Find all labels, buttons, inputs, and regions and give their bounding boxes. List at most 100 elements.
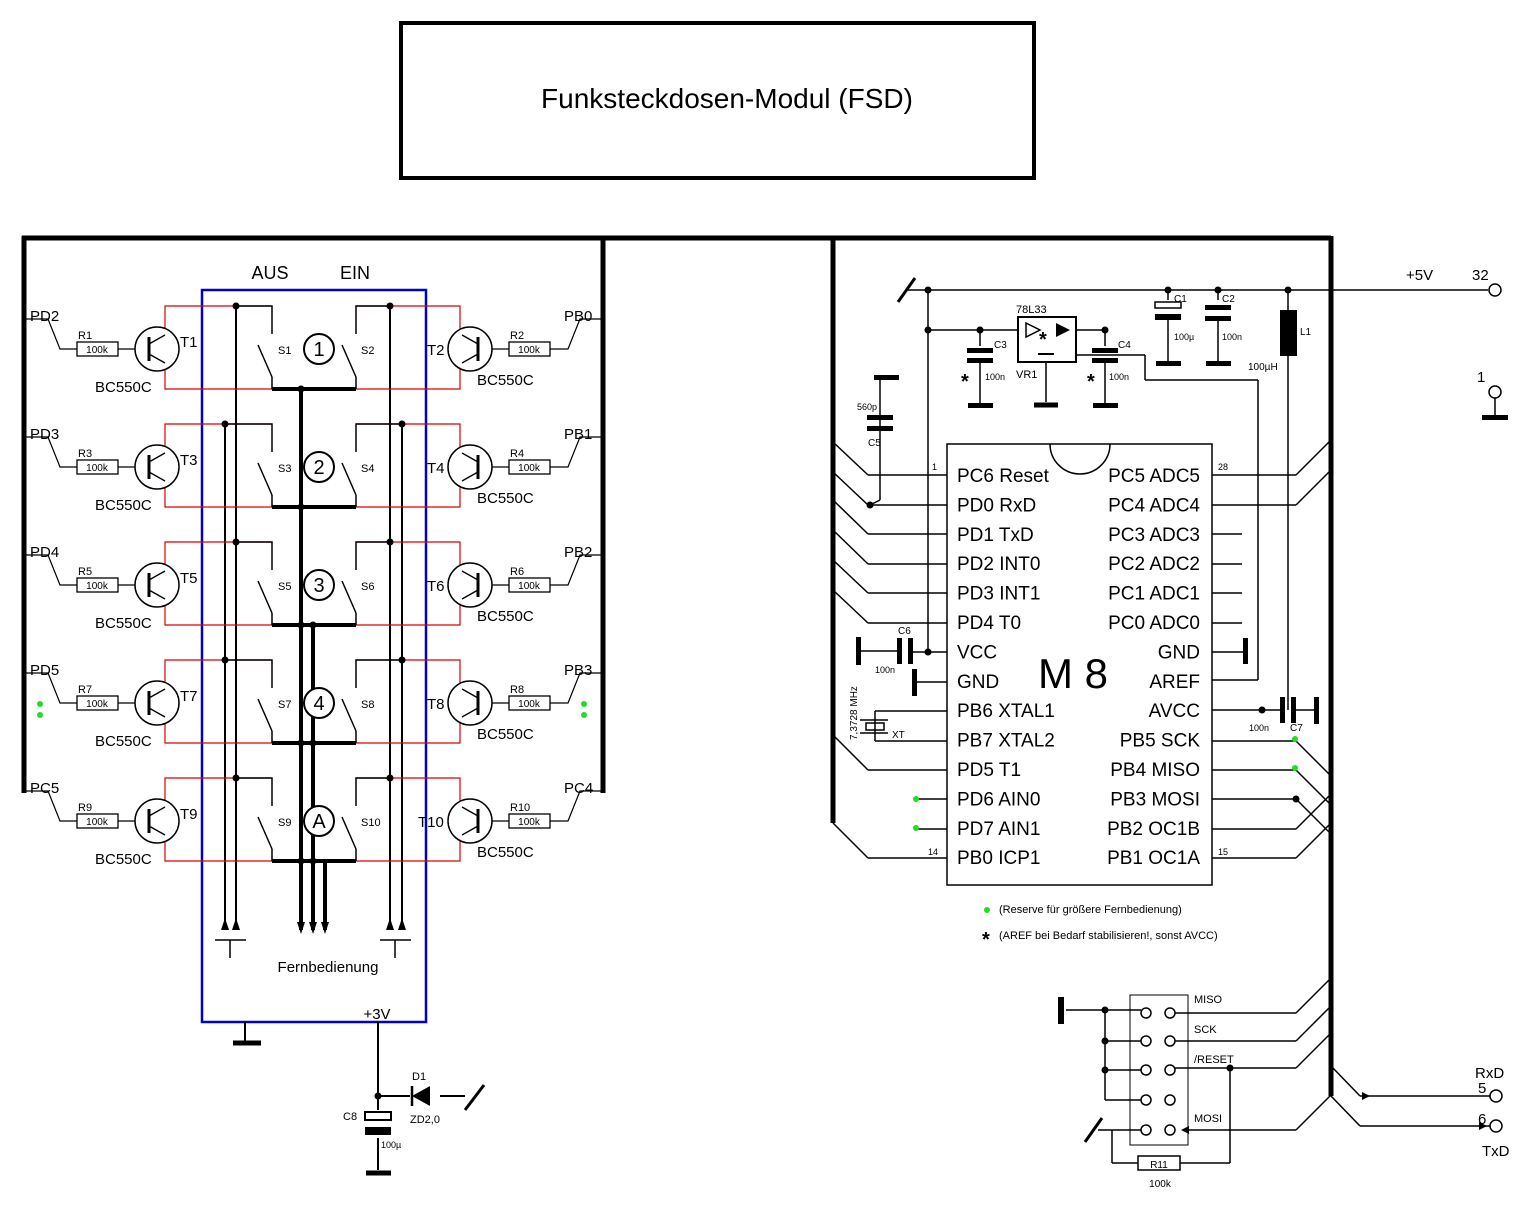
right-transistor-type: BC550C [477, 844, 534, 861]
mcu-right-pin-label: PC1 ADC1 [1108, 584, 1200, 605]
right-resistor-value: 100k [518, 463, 541, 474]
right-switch-label: S10 [361, 817, 381, 829]
mcu-right-pin-label: PB4 MISO [1110, 760, 1200, 781]
c3-label: C3 [994, 340, 1007, 351]
remote-key [303, 569, 335, 601]
remote-key-label: 2 [313, 457, 324, 479]
left-transistor [134, 444, 180, 490]
mcu-left-pin-label: PD1 TxD [957, 525, 1034, 546]
remote-key-label: 4 [313, 693, 324, 715]
vr1-regulator [1017, 316, 1077, 363]
right-resistor-value: 100k [518, 817, 541, 828]
c1-value: 100µ [1174, 332, 1194, 342]
mcu-left-pin-label: PC6 Reset [957, 466, 1050, 487]
aus-label: AUS [251, 263, 288, 283]
note-star-legend: * [982, 929, 990, 951]
mcu-left-pin-label: PD7 AIN1 [957, 819, 1040, 840]
left-resistor-value: 100k [86, 699, 109, 710]
pin32-label: 32 [1472, 267, 1489, 284]
mcu-wiring [832, 277, 1496, 859]
left-transistor-label: T1 [180, 334, 198, 351]
mcu-right-pin-label: PB5 SCK [1120, 731, 1201, 752]
note-aref: (AREF bei Bedarf stabilisieren!, sonst A… [999, 930, 1218, 942]
left-switch-label: S5 [278, 581, 291, 593]
right-transistor-type: BC550C [477, 726, 534, 743]
mcu-right-pin-label: PC2 ADC2 [1108, 554, 1200, 575]
right-switch-label: S4 [361, 463, 374, 475]
right-transistor-label: T10 [418, 814, 444, 831]
mcu-left-pin-label: VCC [957, 642, 997, 663]
l1-value: 100µH [1248, 362, 1278, 373]
right-transistor [447, 680, 493, 726]
left-port-label: PD3 [30, 426, 59, 443]
mcu-pin1-number: 1 [932, 462, 937, 472]
note-star-c4: * [1087, 371, 1095, 393]
mcu-right-pin-label: PC3 ADC3 [1108, 525, 1200, 546]
mcu-right-pin-label: PC0 ADC0 [1108, 613, 1200, 634]
left-resistor-label: R7 [78, 684, 92, 696]
left-port-label: PD2 [30, 308, 59, 325]
mcu-left-pin-label: PB7 XTAL2 [957, 731, 1055, 752]
left-transistor-label: T7 [180, 688, 198, 705]
right-resistor-value: 100k [518, 345, 541, 356]
right-transistor-type: BC550C [477, 490, 534, 507]
left-resistor-value: 100k [86, 463, 109, 474]
right-resistor-label: R8 [510, 684, 524, 696]
c6-label: C6 [898, 626, 911, 637]
left-switch-label: S3 [278, 463, 291, 475]
c3-value: 100n [985, 372, 1005, 382]
right-resistor-label: R4 [510, 448, 524, 460]
r11-resistor [1137, 1155, 1181, 1171]
mcu-right-pin-label: AREF [1149, 672, 1200, 693]
c8-value: 100µ [381, 1140, 401, 1150]
left-transistor [134, 680, 180, 726]
c7-label: C7 [1290, 723, 1303, 734]
mcu-right-pin-label: PC4 ADC4 [1108, 495, 1200, 516]
left-resistor-value: 100k [86, 817, 109, 828]
crystal-label: XT [892, 730, 905, 741]
left-transistor-type: BC550C [95, 615, 152, 632]
isp-mosi-label: MOSI [1194, 1113, 1222, 1125]
c2-value: 100n [1222, 332, 1242, 342]
remote-key-label: A [312, 811, 326, 833]
pin6-label: 6 [1478, 1111, 1486, 1128]
mcu-left-pin-label: PD6 AIN0 [957, 789, 1040, 810]
right-port-label: PB1 [564, 426, 592, 443]
c5-value: 560p [857, 402, 877, 412]
right-transistor [447, 798, 493, 844]
right-transistor-label: T8 [427, 696, 445, 713]
remote-module-box [200, 288, 428, 1024]
ein-label: EIN [340, 263, 370, 283]
right-port-label: PC4 [564, 780, 593, 797]
mcu-capacitors [856, 301, 1508, 724]
right-transistor [447, 444, 493, 490]
mcu-left-pin-label: PD3 INT1 [957, 584, 1040, 605]
right-transistor-label: T4 [427, 460, 445, 477]
isp-pins [1140, 1007, 1176, 1136]
left-resistor-value: 100k [86, 345, 109, 356]
left-transistor-type: BC550C [95, 733, 152, 750]
c4-label: C4 [1118, 340, 1131, 351]
right-switch-label: S6 [361, 581, 374, 593]
connector-terminals [1488, 283, 1503, 1133]
mcu-left-pin-label: GND [957, 672, 999, 693]
mcu-name: M 8 [1038, 650, 1108, 697]
remote-key-label: 1 [313, 339, 324, 361]
mcu-right-pin-label: GND [1158, 642, 1200, 663]
remote-common-wires [299, 390, 327, 930]
crystal-frequency: 7,3728 MHz [849, 686, 860, 740]
left-switch-label: S7 [278, 699, 291, 711]
mcu-notch [1049, 443, 1111, 475]
mcu-right-pin-label: PC5 ADC5 [1108, 466, 1200, 487]
right-switch-label: S8 [361, 699, 374, 711]
right-transistor-type: BC550C [477, 608, 534, 625]
right-transistor [447, 326, 493, 372]
right-port-label: PB3 [564, 662, 592, 679]
isp-reset-label: /RESET [1194, 1054, 1234, 1066]
c7-value: 100n [1249, 723, 1269, 733]
c8-capacitor-bottom [365, 1127, 391, 1135]
